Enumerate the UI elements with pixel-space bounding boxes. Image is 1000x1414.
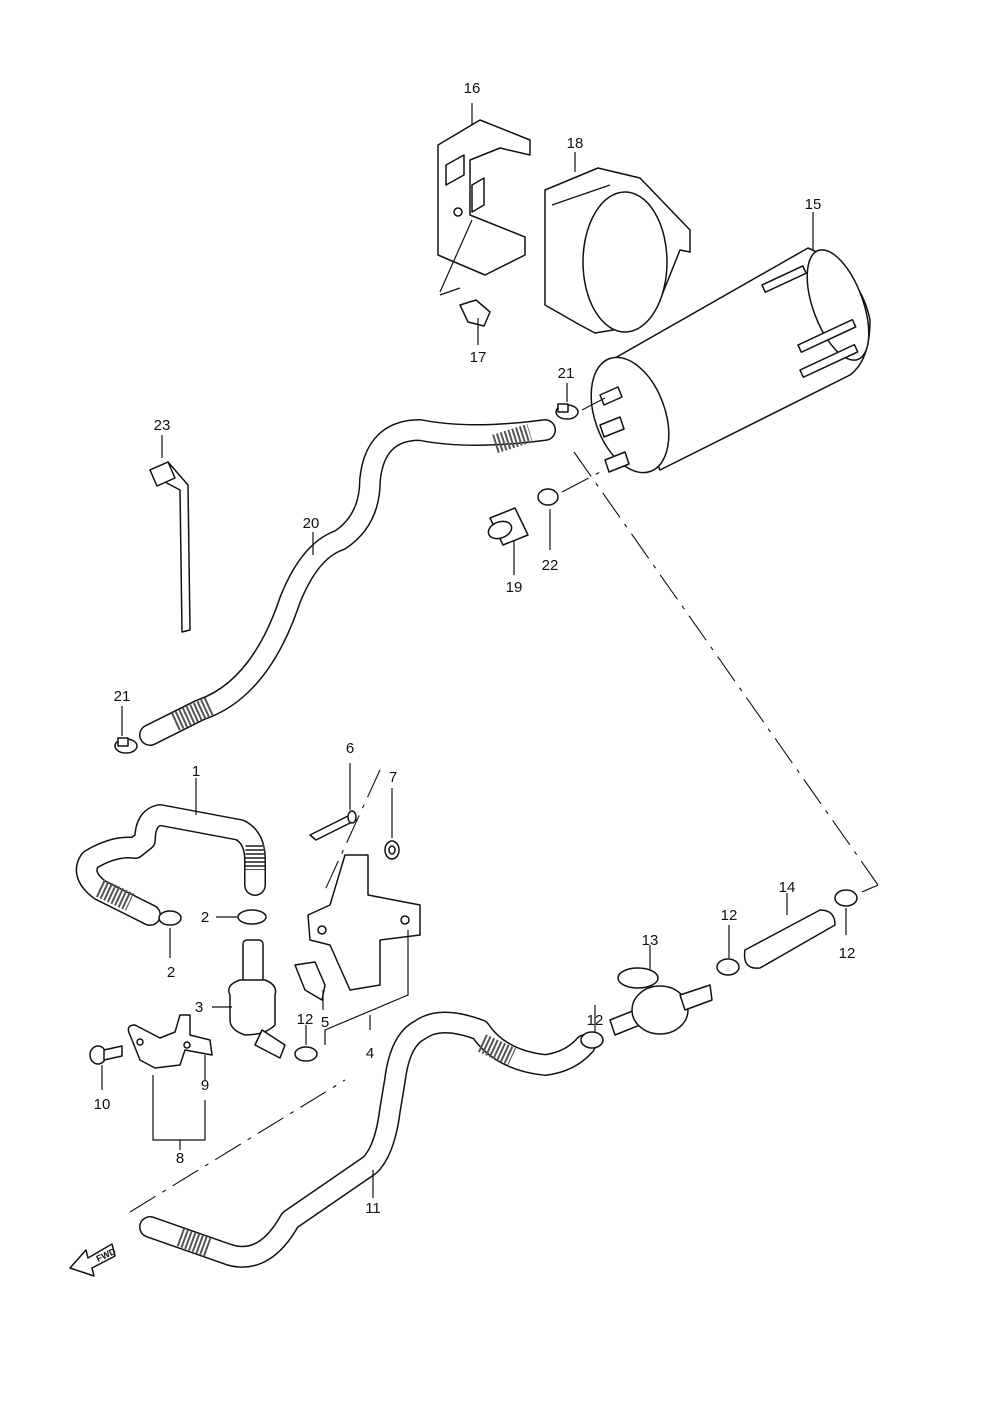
label-6: 6	[346, 740, 354, 757]
strap-23	[149, 461, 191, 633]
plug-19	[487, 507, 529, 546]
clip-12-mid	[580, 1031, 604, 1049]
part-labels: 16 18 15 17 21 23 20 22 19 21 6 1 7 14 1…	[94, 80, 856, 1217]
label-2-left: 2	[167, 964, 175, 981]
label-12-rightmid: 12	[721, 907, 738, 924]
hose-20	[139, 419, 556, 746]
label-18: 18	[567, 135, 584, 152]
hose-1	[75, 804, 266, 926]
filter-3	[228, 939, 286, 1059]
label-5: 5	[321, 1014, 329, 1031]
clip-12-rightmid	[716, 958, 740, 976]
pin-6	[309, 810, 357, 841]
label-8: 8	[176, 1150, 184, 1167]
label-2-right: 2	[201, 909, 209, 926]
hose-14	[743, 909, 836, 969]
label-22: 22	[542, 557, 559, 574]
clip-22	[537, 488, 559, 506]
screw-10	[89, 1045, 123, 1065]
label-7: 7	[389, 769, 397, 786]
label-4: 4	[366, 1045, 374, 1062]
clip-12-left	[294, 1046, 318, 1062]
label-9: 9	[201, 1077, 209, 1094]
clip-2-right	[237, 909, 267, 925]
label-19: 19	[506, 579, 523, 596]
bracket-4	[307, 854, 421, 991]
label-17: 17	[470, 349, 487, 366]
clip-21-upper	[555, 403, 579, 420]
label-11: 11	[365, 1200, 381, 1217]
label-15: 15	[805, 196, 822, 213]
canister-15	[590, 247, 871, 474]
label-13: 13	[642, 932, 659, 949]
clip-2-left	[158, 910, 182, 926]
label-23: 23	[154, 417, 171, 434]
label-12-mid: 12	[587, 1012, 604, 1029]
bracket-16	[437, 119, 531, 276]
label-12-right: 12	[839, 945, 856, 962]
clip-12-right	[834, 889, 858, 907]
label-20: 20	[303, 515, 320, 532]
fwd-arrow-icon: FWD	[69, 1243, 118, 1277]
clip-21-lower	[114, 737, 138, 754]
label-21-upper: 21	[558, 365, 575, 382]
label-12-left: 12	[297, 1011, 314, 1028]
clip-5	[294, 961, 326, 1001]
label-3: 3	[195, 999, 203, 1016]
label-10: 10	[94, 1096, 111, 1113]
cover-18	[544, 167, 691, 334]
label-21-lower: 21	[114, 688, 131, 705]
label-14: 14	[779, 879, 796, 896]
label-16: 16	[464, 80, 481, 97]
label-1: 1	[192, 763, 200, 780]
valve-13	[609, 967, 713, 1036]
hose-11	[139, 1011, 596, 1268]
bracket-9	[127, 1014, 213, 1069]
screw-17	[439, 287, 491, 327]
washer-7	[384, 840, 400, 860]
